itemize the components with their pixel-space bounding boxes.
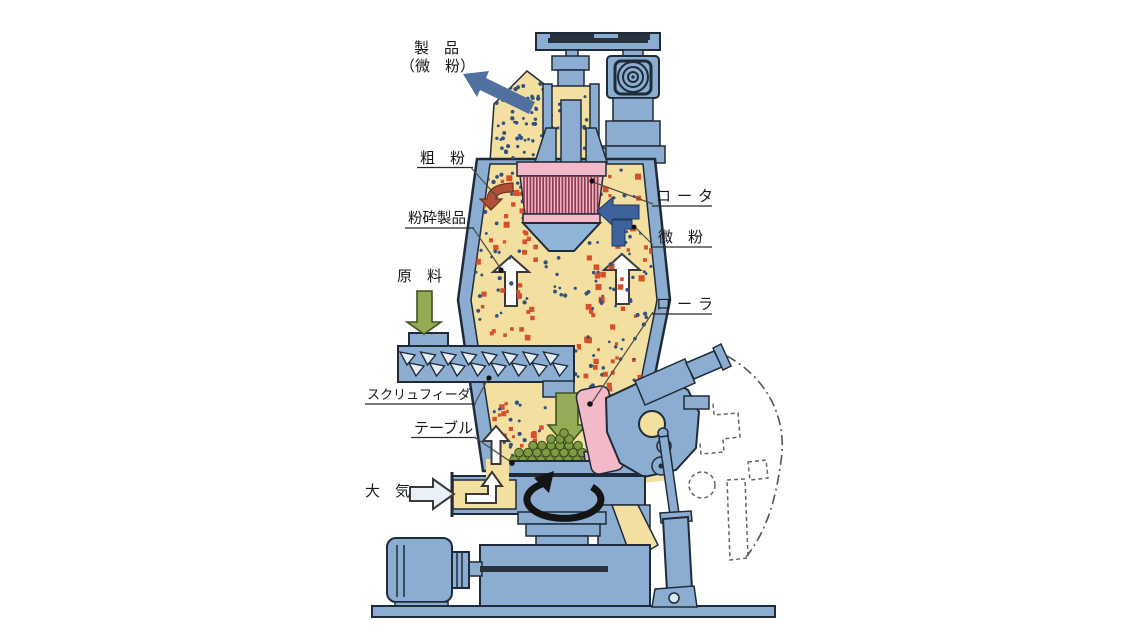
labels: 製 品 （微 粉） 粗 粉 粉砕製品 ロータ 微 粉 原 料 ローラ スクリュフ… [365,39,719,500]
rotor-bottom-band [522,213,601,224]
motor-coupling-rings [617,61,649,93]
coupling [451,551,470,589]
pulley-left [550,34,594,40]
label-screw-feeder: スクリュフィーダ [367,388,471,403]
label-coarse-powder: 粗 粉 [420,149,465,167]
lower-housing-and-drive [371,424,776,618]
label-roller: ローラ [656,295,719,313]
rotation-arrow-icon [523,478,605,522]
label-fine-powder: 微 粉 [658,228,703,246]
swing-arc-dashdot [726,355,784,558]
label-table: テーブル [414,419,473,437]
label-rotor: ロータ [656,187,719,205]
classifier-rotor [516,161,607,252]
label-raw-material: 原 料 [397,267,442,285]
label-air: 大 気 [365,482,410,500]
feeder-trough [397,345,575,383]
pulley-right [618,34,650,40]
drive-belt [548,38,648,43]
base-plate [371,605,776,618]
product-out-arrow-icon [463,71,535,114]
swing-out-ghost-outline [677,355,784,561]
classifier-shaft [560,99,582,167]
raw-material-arrow-icon [404,290,444,335]
rotor-cone [520,222,603,252]
label-product-line2: （微 粉） [400,57,475,75]
roller-arm-cap [712,342,732,372]
air-elbow-arrow-icon [465,470,504,504]
atmosphere-arrow-icon [409,477,456,511]
rotor-vanes [523,176,599,214]
collar-flare-right [585,127,609,163]
classifier-shaft-block [551,55,590,71]
collar-and-shaft [533,83,609,167]
ghost-rod [726,478,749,561]
bracket-tab [683,395,710,410]
rotor-top-band [516,161,607,177]
label-pulverized-product: 粉砕製品 [408,210,466,227]
gearbox [479,544,651,607]
air-up-arrow-icon [480,424,512,465]
powder-particles [472,80,656,462]
label-product-line1: 製 品 [414,39,459,57]
fine-powder-elbow [611,219,633,247]
roller-arm [634,358,696,406]
ghost-tab [747,459,769,481]
hydraulic-cylinder [661,515,694,593]
ghost-pivot-circle [688,471,716,499]
